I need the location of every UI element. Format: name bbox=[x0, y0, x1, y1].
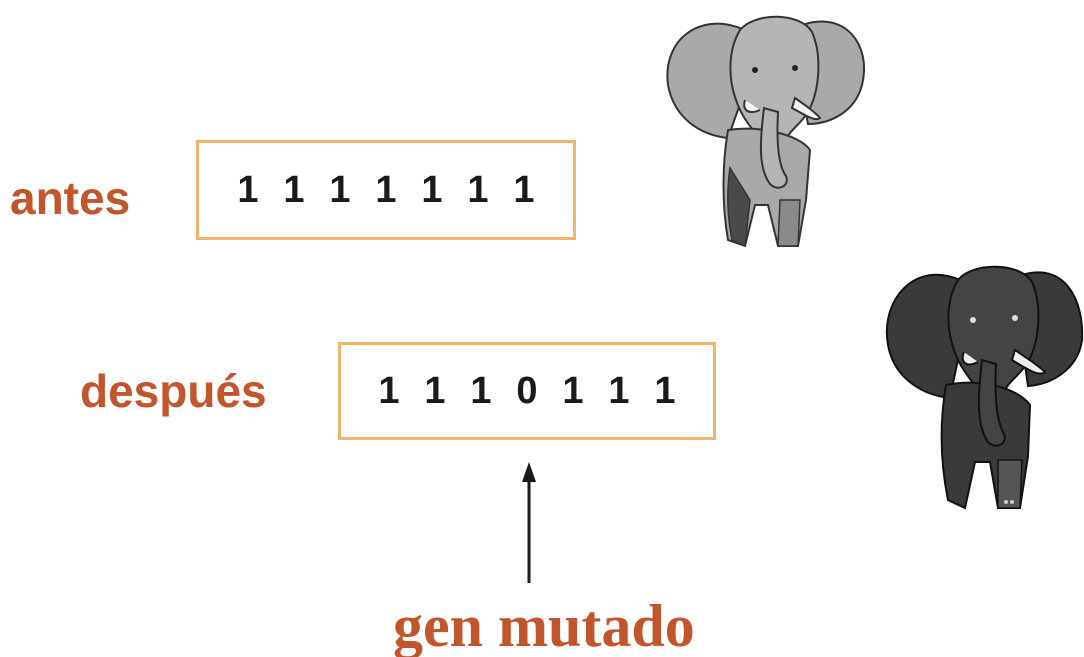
bit: 1 bbox=[329, 169, 351, 211]
before-bits: 1 1 1 1 1 1 1 bbox=[225, 171, 547, 209]
bit: 1 bbox=[562, 370, 584, 412]
after-bits: 1 1 1 0 1 1 1 bbox=[366, 372, 688, 410]
bit: 1 bbox=[378, 370, 400, 412]
bit: 1 bbox=[467, 169, 489, 211]
mutated-bit: 0 bbox=[516, 370, 538, 412]
bit: 1 bbox=[513, 169, 535, 211]
bit: 1 bbox=[654, 370, 676, 412]
after-label: después bbox=[80, 365, 267, 417]
bit: 1 bbox=[375, 169, 397, 211]
bit: 1 bbox=[283, 169, 305, 211]
before-sequence-box: 1 1 1 1 1 1 1 bbox=[196, 140, 576, 240]
bit: 1 bbox=[421, 169, 443, 211]
after-sequence-box: 1 1 1 0 1 1 1 bbox=[338, 342, 716, 440]
bit: 1 bbox=[237, 169, 259, 211]
bit: 1 bbox=[608, 370, 630, 412]
mutated-gene-caption: gen mutado bbox=[393, 593, 695, 657]
bit: 1 bbox=[424, 370, 446, 412]
bit: 1 bbox=[470, 370, 492, 412]
before-label: antes bbox=[10, 172, 131, 224]
